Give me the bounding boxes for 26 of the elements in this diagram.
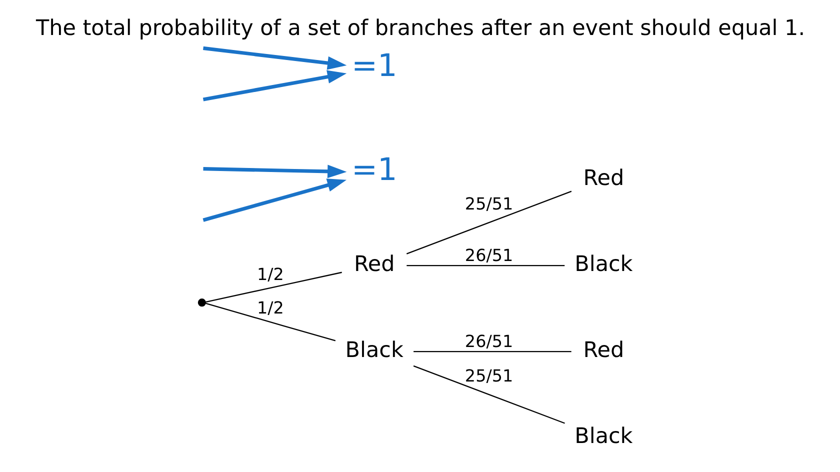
connector bbox=[406, 264, 564, 266]
diagram-title: The total probability of a set of branches after an event should equal 1. bbox=[35, 16, 805, 41]
edge-label: 1/2 bbox=[256, 298, 284, 318]
node-point bbox=[197, 298, 206, 307]
node-text: Black bbox=[574, 252, 632, 277]
connector bbox=[412, 365, 564, 424]
node-text: =1 bbox=[350, 152, 397, 188]
node-text: Red bbox=[582, 166, 624, 191]
connector bbox=[204, 302, 336, 342]
connector bbox=[406, 190, 572, 254]
edge-label: 1/2 bbox=[256, 264, 284, 284]
node-text: Black bbox=[574, 424, 632, 449]
edge-label: 26/51 bbox=[464, 245, 513, 266]
node-text: Black bbox=[344, 338, 403, 363]
arrow bbox=[202, 46, 346, 70]
connector bbox=[204, 272, 342, 303]
node-text: =1 bbox=[350, 48, 397, 84]
node-text: Red bbox=[353, 252, 394, 277]
connector bbox=[413, 350, 571, 352]
arrow bbox=[202, 178, 346, 222]
arrow bbox=[202, 70, 346, 102]
edge-label: 25/51 bbox=[464, 366, 513, 386]
arrow bbox=[202, 164, 346, 178]
edge-label: 25/51 bbox=[464, 194, 513, 214]
edge-label: 26/51 bbox=[464, 331, 513, 352]
node-text: Red bbox=[582, 338, 624, 363]
